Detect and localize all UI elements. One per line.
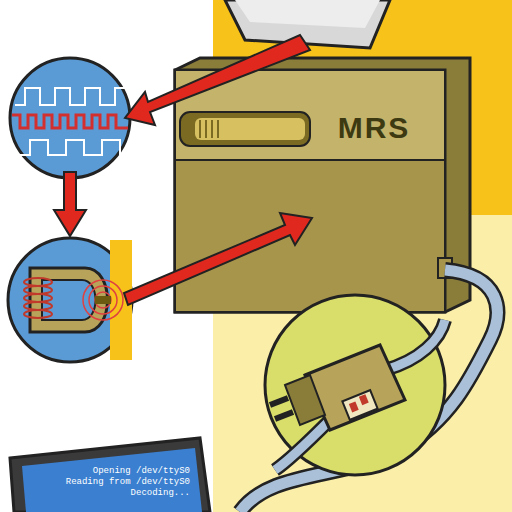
signal-closeup: [10, 58, 130, 178]
device-label: MRS: [318, 112, 430, 152]
laptop: [10, 438, 210, 512]
log-line: Reading from /dev/ttyS0: [30, 477, 190, 488]
cable: [240, 270, 497, 512]
laptop-screen: Opening /dev/ttyS0Reading from /dev/ttyS…: [30, 456, 198, 512]
log-line: Decoding...: [30, 488, 190, 499]
log-line: Opening /dev/ttyS0: [30, 466, 190, 477]
head-closeup: [8, 238, 132, 362]
reader-device: [175, 58, 470, 312]
device-name: MRS: [318, 112, 430, 144]
red-arrows: [54, 35, 312, 305]
card: [225, 0, 390, 48]
connector-closeup: [265, 295, 445, 475]
